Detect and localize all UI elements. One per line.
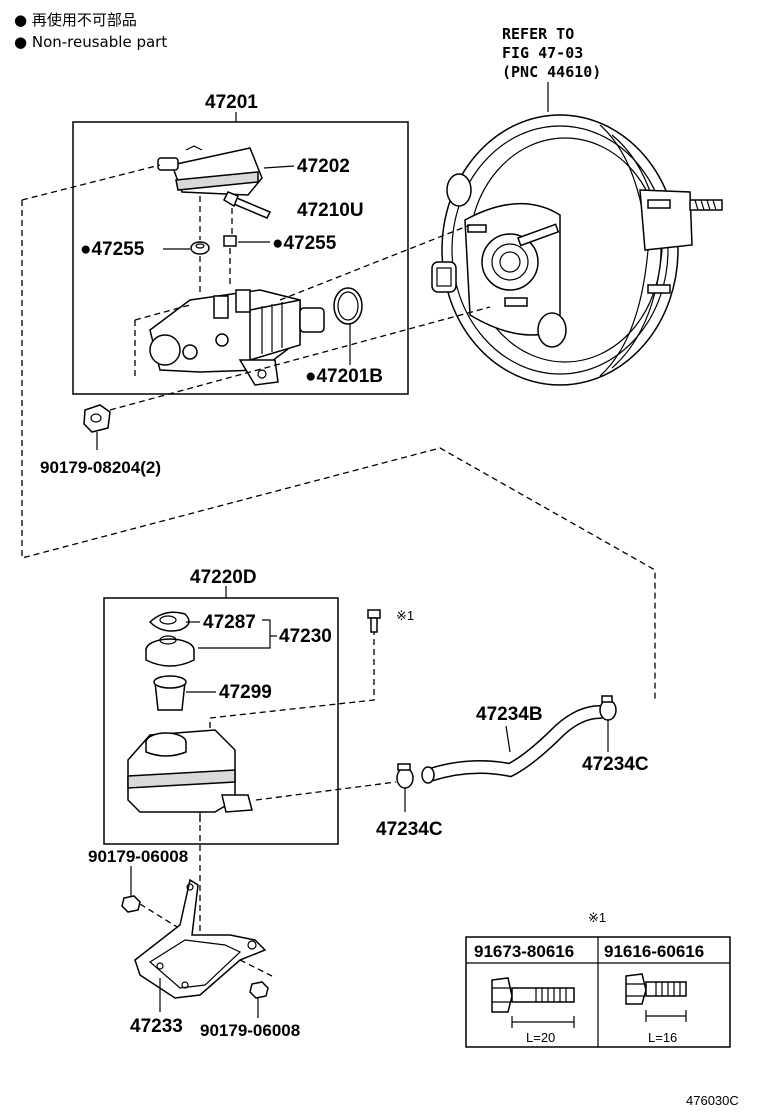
bolt-table xyxy=(465,936,731,1048)
label-47202: 47202 xyxy=(297,156,350,177)
label-47230: 47230 xyxy=(279,626,332,647)
label-90179-06008-top: 90179-06008 xyxy=(88,847,188,866)
master-cylinder-body[interactable] xyxy=(149,289,325,386)
label-47201B: ●47201B xyxy=(305,366,383,387)
refer-line-1: REFER TO xyxy=(502,25,574,43)
label-47234C-bottom: 47234C xyxy=(376,819,443,840)
brake-booster[interactable] xyxy=(431,114,723,386)
label-47255-left: ●47255 xyxy=(80,239,145,260)
legend-english: ● Non-reusable part xyxy=(14,33,167,51)
label-47234C-right: 47234C xyxy=(582,754,649,775)
figure-code: 476030C xyxy=(686,1093,739,1108)
label-47201: 47201 xyxy=(205,92,258,113)
label-90179-06008-bottom: 90179-06008 xyxy=(200,1021,300,1040)
hose-47234B[interactable] xyxy=(421,705,607,784)
master-cylinder-box xyxy=(72,121,409,395)
refer-line-3: (PNC 44610) xyxy=(502,63,601,81)
label-47287: 47287 xyxy=(203,612,256,633)
pin-47210U[interactable] xyxy=(223,191,272,219)
bolt-col1-length: L=20 xyxy=(526,1030,555,1045)
label-90179-08204: 90179-08204(2) xyxy=(40,458,161,477)
bolt-note-1[interactable] xyxy=(367,609,381,633)
label-47255-right: ●47255 xyxy=(272,233,337,254)
clamp-47234C-bottom[interactable] xyxy=(396,763,414,789)
note-mark-table: ※1 xyxy=(588,910,606,925)
reservoir-tank[interactable] xyxy=(127,729,253,822)
nut-90179-06008-bottom[interactable] xyxy=(249,981,269,999)
bolt-91673-80616 xyxy=(491,977,575,1013)
nut-90179-06008-top[interactable] xyxy=(121,895,141,913)
bolt-91616-60616 xyxy=(625,973,687,1005)
note-mark-top: ※1 xyxy=(396,608,414,623)
clamp-47234C-right[interactable] xyxy=(599,695,617,721)
strainer-47299[interactable] xyxy=(153,675,187,711)
reservoir-47202[interactable] xyxy=(157,145,263,196)
label-47233: 47233 xyxy=(130,1016,183,1037)
refer-line-2: FIG 47-03 xyxy=(502,44,583,62)
bracket-47233[interactable] xyxy=(134,878,267,999)
grommet-47255-right[interactable] xyxy=(223,235,237,247)
clip-47287[interactable] xyxy=(148,611,190,632)
label-47234B: 47234B xyxy=(476,704,543,725)
bolt-col2-length: L=16 xyxy=(648,1030,677,1045)
reservoir-box xyxy=(103,597,339,845)
bolt-col2-header: 91616-60616 xyxy=(604,942,704,961)
bolt-col1-header: 91673-80616 xyxy=(474,942,574,961)
nut-90179-08204[interactable] xyxy=(83,404,111,433)
label-47210U: 47210U xyxy=(297,200,364,221)
label-47220D: 47220D xyxy=(190,567,257,588)
label-47299: 47299 xyxy=(219,682,272,703)
cap-47230[interactable] xyxy=(145,635,195,667)
legend-japanese: ● 再使用不可部品 xyxy=(14,11,137,29)
